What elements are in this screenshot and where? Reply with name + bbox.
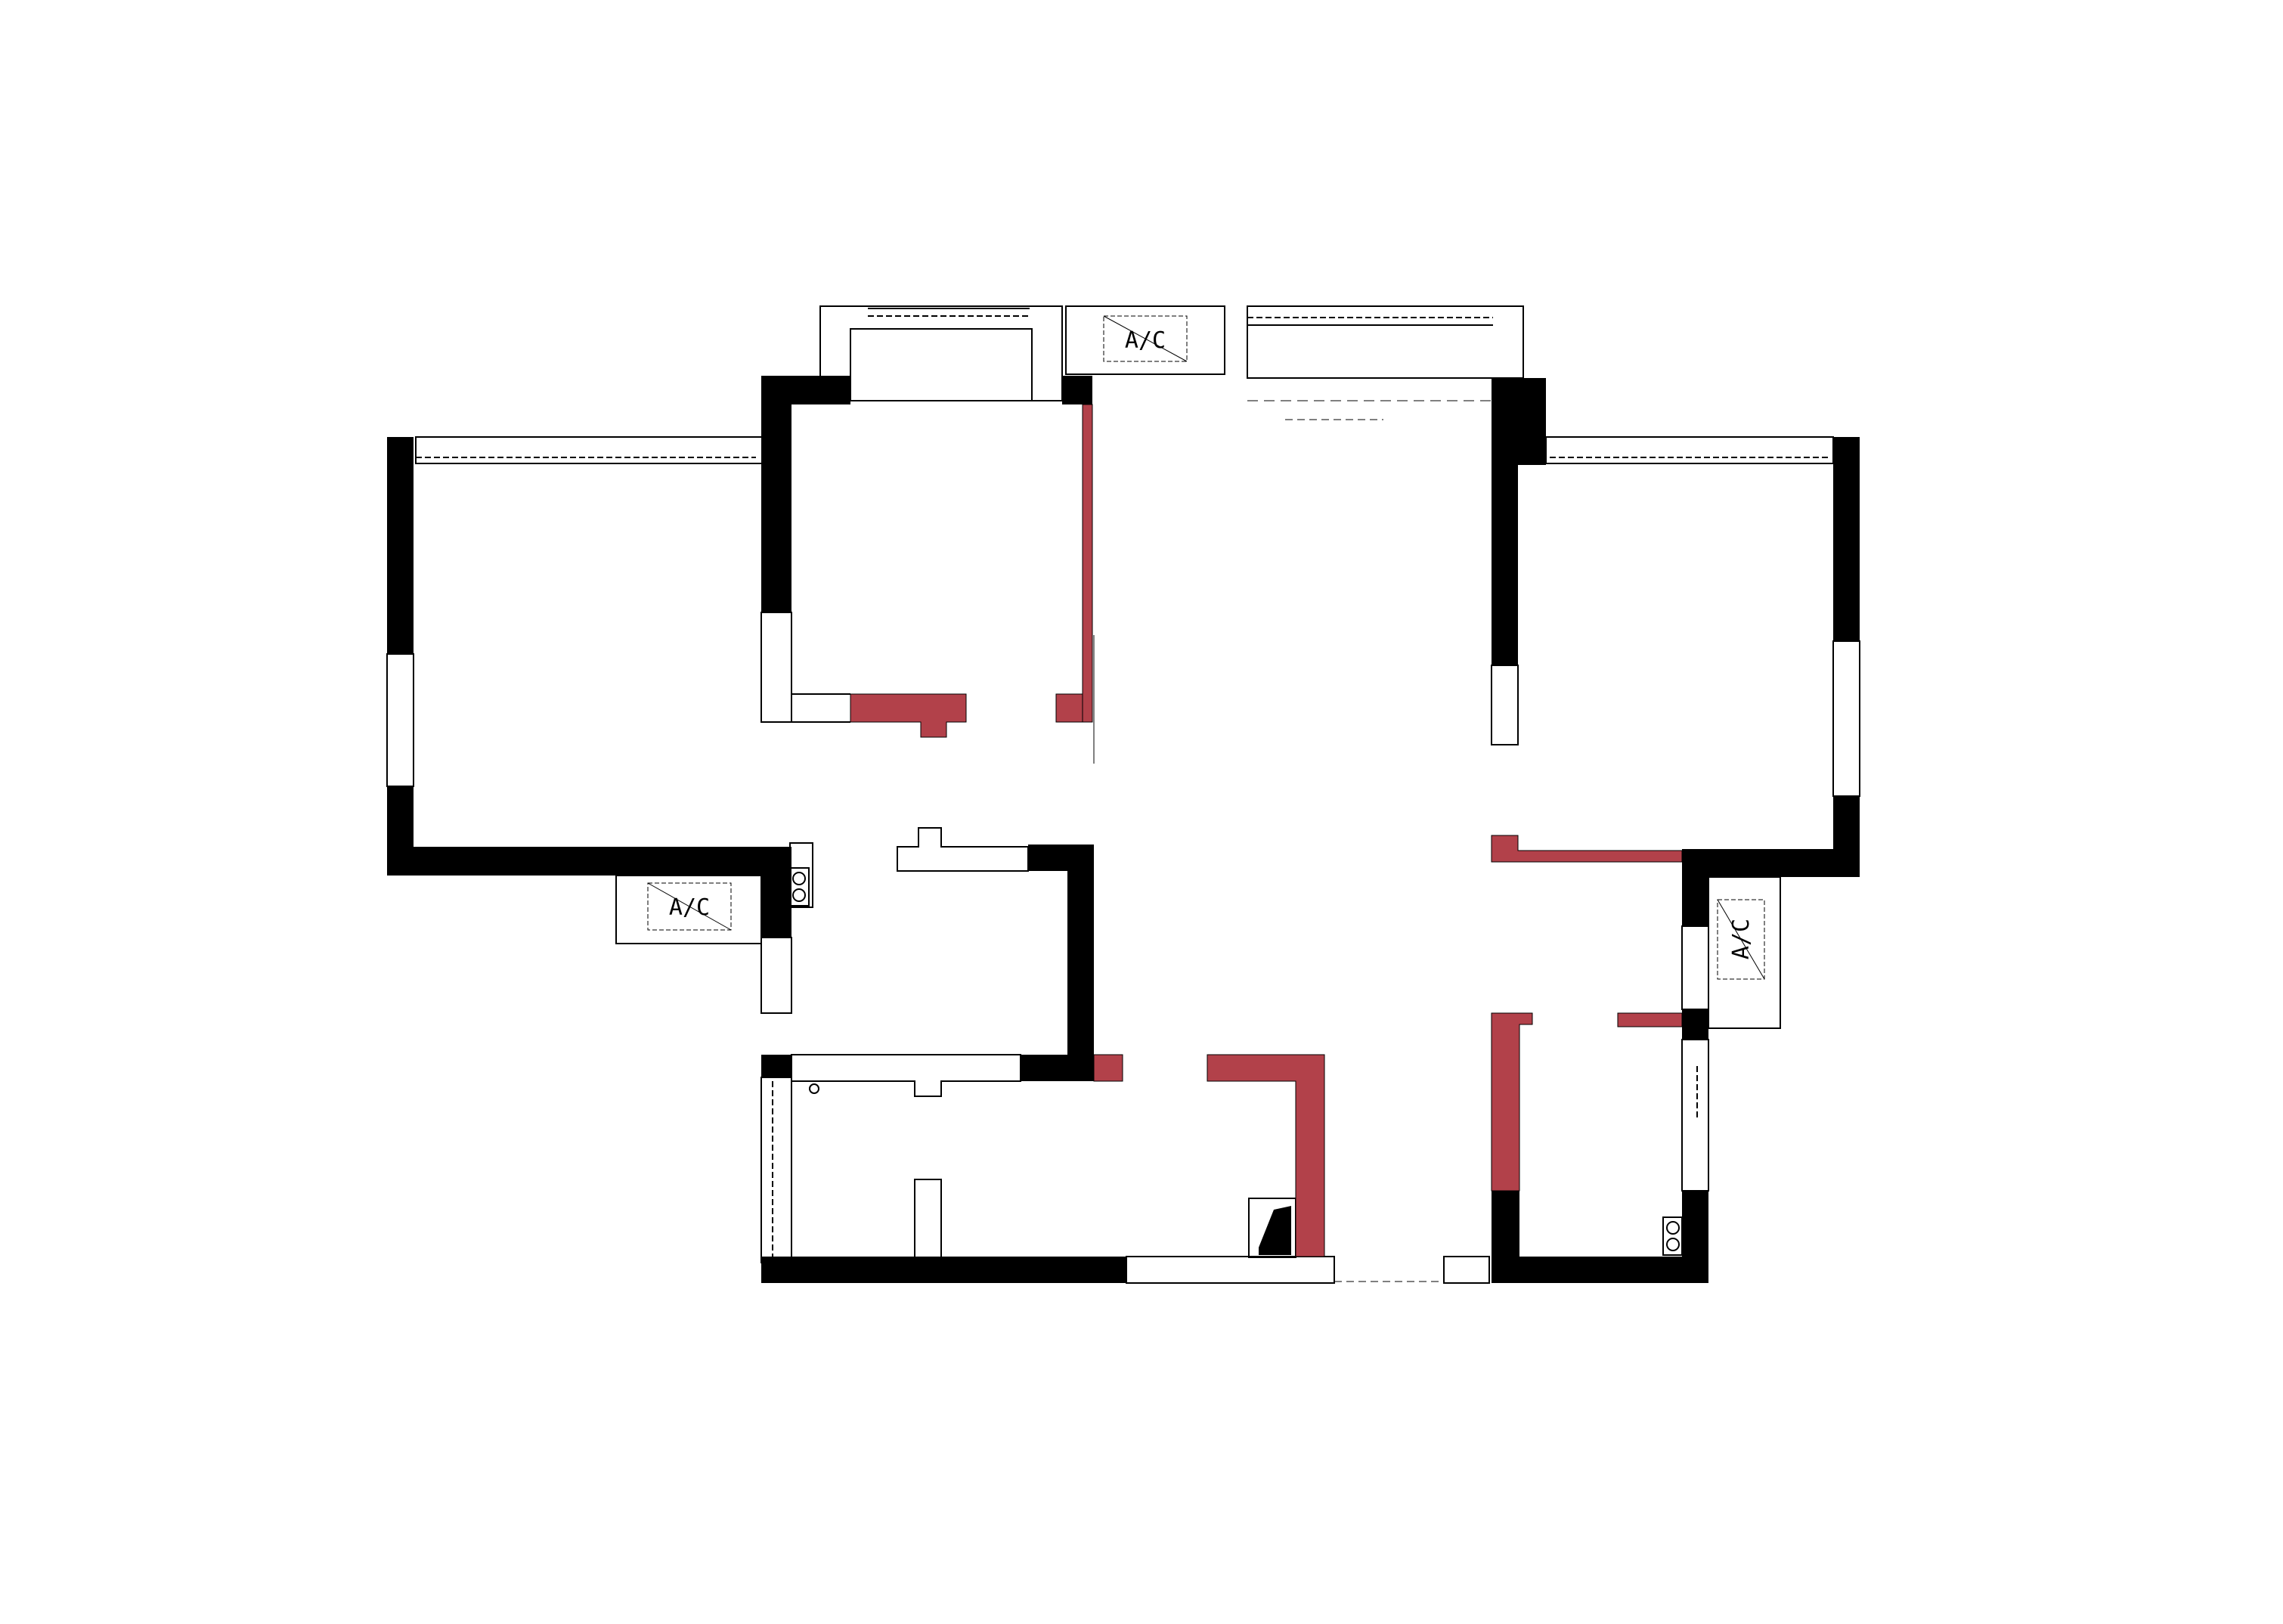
ac-unit-top: A/C <box>1065 305 1225 375</box>
ac-top-frame <box>1065 305 1225 375</box>
wall-kitchen-left <box>761 847 791 938</box>
wall-right-bath-left-lower <box>1492 1191 1519 1283</box>
left-room-wall-stub <box>760 612 792 723</box>
top-balcony-left <box>819 305 1063 401</box>
bath-vanity <box>914 1179 942 1260</box>
new-wall-bedroom-corner <box>1055 693 1083 723</box>
ac-unit-right: A/C <box>1708 876 1781 1029</box>
ac-left-frame <box>615 875 762 944</box>
left-outer-window <box>386 653 414 787</box>
storage-shelf <box>897 827 1029 872</box>
new-wall-bedroom-divider <box>1082 404 1093 723</box>
ac-top-diagonal <box>1103 315 1188 362</box>
new-wall-storage-ext <box>1093 1054 1123 1082</box>
wall-storage-bottom <box>1021 1055 1094 1081</box>
wall-right-outer-top <box>1833 437 1860 641</box>
wall-bottom-right <box>1492 1257 1708 1283</box>
load-bearing-walls <box>387 376 1860 1283</box>
right-room-wall-stub <box>1491 665 1519 745</box>
bottom-entrance-right <box>1443 1256 1490 1284</box>
right-bath-drain-box <box>1662 1216 1683 1256</box>
left-room-top-window <box>415 436 764 464</box>
bath-left-window <box>760 1077 792 1263</box>
right-bath-window <box>1681 1039 1709 1192</box>
bath-counter <box>791 1054 1021 1097</box>
wall-left-outer-top <box>387 437 414 654</box>
ac-right-diagonal <box>1717 899 1765 980</box>
top-balcony-right <box>1247 305 1524 379</box>
bath-fixture-fill <box>1259 1206 1291 1255</box>
new-walls <box>850 404 1683 1257</box>
ac-left-diagonal <box>647 882 732 931</box>
kitchen-left-window <box>760 937 792 1014</box>
top-balcony-left-inner <box>850 328 1033 401</box>
wall-bath-left-top <box>761 1055 791 1077</box>
wall-storage-right <box>1067 845 1094 1081</box>
kitchen-drain-2 <box>792 888 806 902</box>
right-bath-drain-1 <box>1666 1221 1680 1235</box>
window-frames <box>386 305 1860 1284</box>
wall-left-bedroom-right-top <box>1062 376 1092 404</box>
bottom-window-left <box>1126 1256 1335 1284</box>
kitchen-drain-box <box>789 867 810 907</box>
ac-top-inner <box>1103 315 1188 362</box>
wall-right-bath-left <box>1682 849 1708 926</box>
ac-left-label: A/C <box>669 894 710 921</box>
wall-left-bedroom-left <box>761 376 791 612</box>
ac-left-inner <box>647 882 732 931</box>
wall-right-room-left <box>1492 378 1518 665</box>
new-wall-closet <box>850 693 967 738</box>
left-bedroom-corner <box>761 693 850 723</box>
wall-right-bath-mid <box>1682 1009 1708 1040</box>
ac-right-inner <box>1717 899 1765 980</box>
bath-floor-drain <box>809 1083 819 1094</box>
new-wall-right-bath-left <box>1491 1012 1533 1192</box>
wall-right-bottom <box>1682 849 1860 877</box>
ac-right-label: A/C <box>1728 919 1755 959</box>
ac-right-frame <box>1708 876 1781 1029</box>
wall-left-bottom <box>387 847 791 876</box>
kitchen-drain-1 <box>792 872 806 885</box>
new-wall-right-partition <box>1491 835 1683 863</box>
new-wall-entry-L <box>1207 1054 1325 1257</box>
interior-outlines <box>761 635 1683 1260</box>
new-wall-right-bath-top <box>1617 1012 1683 1027</box>
wall-bottom-left <box>761 1257 1126 1283</box>
right-room-top-window <box>1545 436 1834 464</box>
ac-top-label: A/C <box>1125 327 1166 354</box>
right-bath-drain-2 <box>1666 1238 1680 1251</box>
right-window-upper <box>1681 925 1709 1010</box>
right-outer-window <box>1832 640 1860 797</box>
ac-unit-left: A/C <box>615 875 762 944</box>
